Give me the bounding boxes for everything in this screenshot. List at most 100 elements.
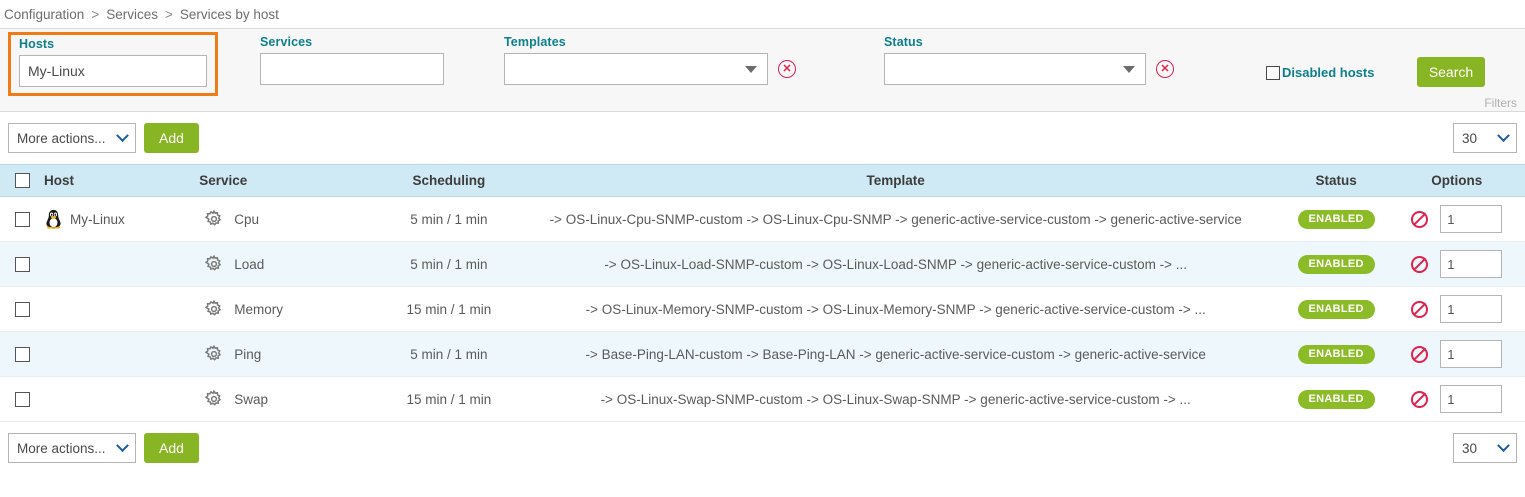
option-value-input[interactable] — [1440, 385, 1503, 413]
status-badge: ENABLED — [1297, 254, 1375, 274]
options-cell — [1388, 331, 1525, 377]
status-cell: ENABLED — [1283, 286, 1389, 332]
clear-circle-icon[interactable]: ✕ — [1156, 60, 1174, 78]
no-entry-icon[interactable] — [1411, 390, 1429, 408]
status-badge: ENABLED — [1297, 389, 1375, 409]
gear-icon — [204, 389, 223, 408]
service-name[interactable]: Swap — [234, 391, 269, 407]
service-name[interactable]: Load — [234, 256, 265, 272]
breadcrumb-item-services-by-host[interactable]: Services by host — [179, 6, 279, 22]
filters-caption: Filters — [1484, 96, 1517, 110]
status-badge: ENABLED — [1297, 209, 1375, 229]
disabled-hosts-checkbox-wrap[interactable]: Disabled hosts — [1266, 65, 1374, 80]
no-entry-icon[interactable] — [1411, 345, 1429, 363]
status-select[interactable] — [884, 53, 1146, 85]
select-all-header — [0, 164, 45, 197]
column-header-service[interactable]: Service — [199, 164, 391, 197]
column-header-host[interactable]: Host — [44, 164, 200, 197]
template-text: -> OS-Linux-Swap-SNMP-custom -> OS-Linux… — [600, 391, 1191, 407]
services-input[interactable] — [260, 53, 444, 85]
template-cell: -> OS-Linux-Load-SNMP-custom -> OS-Linux… — [507, 241, 1284, 287]
column-header-scheduling[interactable]: Scheduling — [390, 164, 508, 197]
search-button[interactable]: Search — [1417, 57, 1485, 87]
filter-group-hosts: Hosts — [8, 32, 218, 96]
disabled-hosts-label: Disabled hosts — [1282, 65, 1375, 80]
services-filter-label: Services — [260, 35, 313, 49]
no-entry-icon[interactable] — [1411, 255, 1429, 273]
template-text: -> Base-Ping-LAN-custom -> Base-Ping-LAN… — [585, 346, 1206, 362]
row-checkbox[interactable] — [14, 211, 30, 227]
service-name[interactable]: Ping — [234, 346, 262, 362]
select-all-checkbox[interactable] — [14, 173, 30, 189]
row-checkbox[interactable] — [14, 256, 30, 272]
table-row: My-Linux Cpu 5 min / 1 min -> OS-Linux-Cpu-… — [0, 196, 1525, 242]
template-cell: -> OS-Linux-Swap-SNMP-custom -> OS-Linux… — [507, 376, 1284, 422]
more-actions-select-top[interactable]: More actions... — [8, 123, 136, 153]
chevron-down-icon — [116, 438, 129, 452]
template-text: -> OS-Linux-Load-SNMP-custom -> OS-Linux… — [604, 256, 1188, 272]
breadcrumb-item-configuration[interactable]: Configuration — [4, 6, 85, 22]
page-size-value: 30 — [1462, 440, 1478, 456]
options-cell — [1388, 286, 1525, 332]
service-cell: Cpu — [199, 196, 391, 242]
add-button-top[interactable]: Add — [144, 123, 199, 153]
host-cell — [44, 331, 200, 377]
no-entry-icon[interactable] — [1411, 300, 1429, 318]
host-name[interactable]: My-Linux — [70, 211, 125, 227]
breadcrumb-item-services[interactable]: Services — [106, 6, 158, 22]
add-button-bottom[interactable]: Add — [144, 433, 199, 463]
more-actions-label: More actions... — [17, 440, 106, 456]
gear-icon — [204, 254, 223, 273]
hosts-input[interactable] — [19, 55, 207, 87]
option-value-input[interactable] — [1440, 205, 1503, 233]
chevron-down-icon — [1497, 438, 1510, 452]
more-actions-select-bottom[interactable]: More actions... — [8, 433, 136, 463]
gear-icon — [204, 344, 223, 363]
page-size-select-top[interactable]: 30 — [1453, 123, 1517, 153]
scheduling-cell: 5 min / 1 min — [390, 196, 508, 242]
filter-bar: Hosts Services Templates ✕ Status ✕ Disa… — [0, 28, 1525, 112]
templates-filter-label: Templates — [504, 35, 566, 49]
no-entry-icon[interactable] — [1411, 210, 1429, 228]
clear-circle-icon[interactable]: ✕ — [778, 60, 796, 78]
status-cell: ENABLED — [1283, 241, 1389, 287]
row-select-cell — [0, 376, 45, 422]
hosts-filter-label: Hosts — [19, 37, 55, 51]
template-cell: -> OS-Linux-Memory-SNMP-custom -> OS-Lin… — [507, 286, 1284, 332]
page-size-value: 30 — [1462, 130, 1478, 146]
host-cell: My-Linux — [44, 196, 200, 242]
template-cell: -> Base-Ping-LAN-custom -> Base-Ping-LAN… — [507, 331, 1284, 377]
status-badge: ENABLED — [1297, 299, 1375, 319]
template-text: -> OS-Linux-Cpu-SNMP-custom -> OS-Linux-… — [549, 211, 1242, 227]
breadcrumb: Configuration > Services > Services by h… — [0, 0, 1525, 28]
table-header-row: Host Service Scheduling Template Status … — [0, 164, 1525, 197]
row-checkbox[interactable] — [14, 301, 30, 317]
chevron-down-icon — [1497, 128, 1510, 142]
row-checkbox[interactable] — [14, 346, 30, 362]
service-name[interactable]: Cpu — [234, 211, 260, 227]
options-cell — [1388, 376, 1525, 422]
scheduling-cell: 15 min / 1 min — [390, 286, 508, 332]
column-header-template[interactable]: Template — [507, 164, 1284, 197]
gear-icon — [204, 299, 223, 318]
row-checkbox[interactable] — [14, 391, 30, 407]
service-cell: Ping — [199, 331, 391, 377]
service-name[interactable]: Memory — [234, 301, 284, 317]
table-row: Swap 15 min / 1 min -> OS-Linux-Swap-SNMP-… — [0, 376, 1525, 422]
disabled-hosts-checkbox[interactable] — [1266, 65, 1280, 80]
option-value-input[interactable] — [1440, 295, 1503, 323]
options-cell — [1388, 196, 1525, 242]
column-header-options[interactable]: Options — [1388, 164, 1525, 197]
template-text: -> OS-Linux-Memory-SNMP-custom -> OS-Lin… — [585, 301, 1206, 317]
option-value-input[interactable] — [1440, 340, 1503, 368]
page-size-select-bottom[interactable]: 30 — [1453, 433, 1517, 463]
breadcrumb-separator: > — [91, 6, 100, 22]
scheduling-cell: 15 min / 1 min — [390, 376, 508, 422]
templates-select[interactable] — [504, 53, 768, 85]
toolbar-bottom: More actions... Add 30 — [0, 422, 1525, 474]
filter-group-templates: Templates ✕ — [504, 35, 796, 85]
option-value-input[interactable] — [1440, 250, 1503, 278]
column-header-status[interactable]: Status — [1283, 164, 1389, 197]
toolbar-top: More actions... Add 30 — [0, 112, 1525, 164]
